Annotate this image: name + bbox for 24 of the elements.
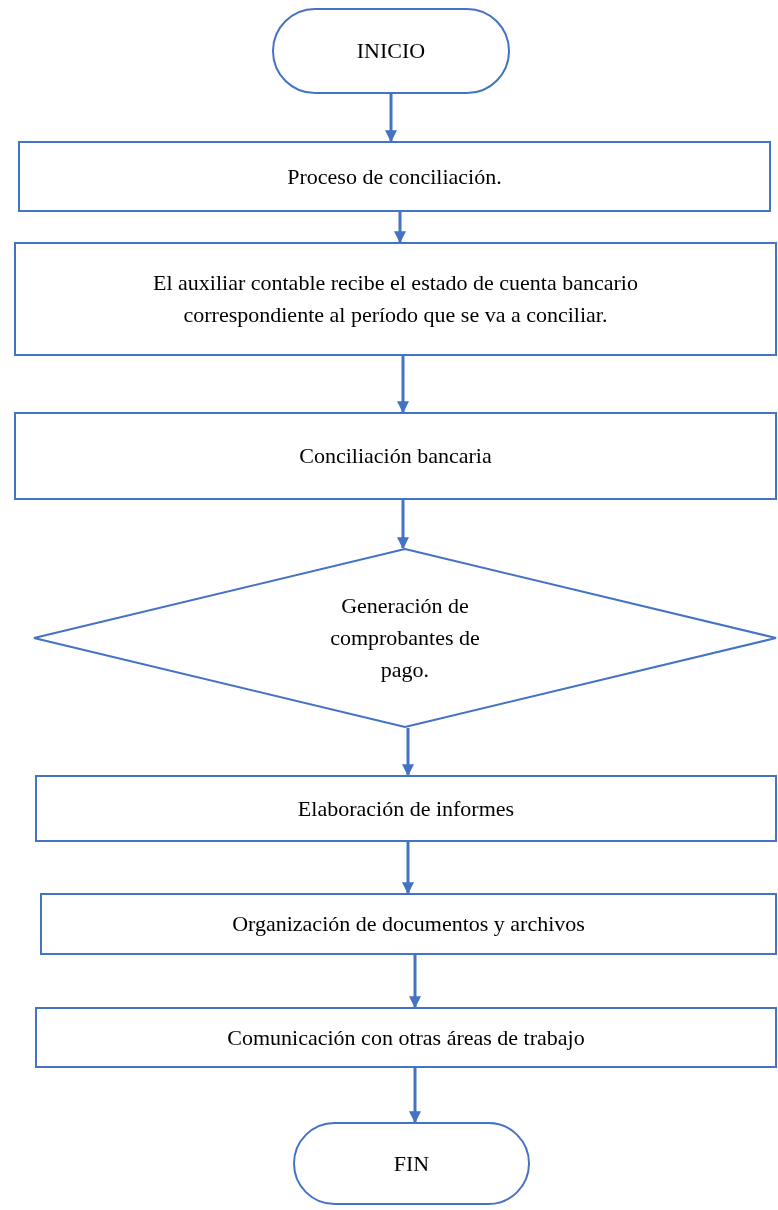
decision-diamond	[33, 548, 777, 728]
arrow	[409, 955, 421, 1009]
node-text: FIN	[393, 1149, 430, 1178]
arrow	[394, 212, 406, 244]
node-text: Organización de documentos y archivos	[232, 910, 585, 939]
process-box	[18, 141, 771, 212]
process-box	[14, 412, 777, 500]
node-text: Proceso de conciliación.	[287, 162, 502, 191]
arrow	[397, 500, 409, 550]
arrow	[402, 728, 414, 777]
node-text: Generación de comprobantes de pago.	[329, 592, 481, 684]
node-text: Comunicación con otras áreas de trabajo	[227, 1023, 585, 1052]
arrow	[397, 356, 409, 414]
node-text: Conciliación bancaria	[299, 442, 492, 471]
process-box	[14, 242, 777, 356]
arrow	[409, 1068, 421, 1124]
node-text: Elaboración de informes	[297, 794, 515, 823]
arrow	[385, 94, 397, 143]
node-text: El auxiliar contable recibe el estado de cuenta bancario correspondiente al período que se va a conciliar.	[152, 269, 639, 329]
node-text: INICIO	[356, 37, 426, 66]
process-box	[35, 1007, 777, 1068]
arrow	[402, 842, 414, 895]
process-box	[35, 775, 777, 842]
process-box	[40, 893, 777, 955]
